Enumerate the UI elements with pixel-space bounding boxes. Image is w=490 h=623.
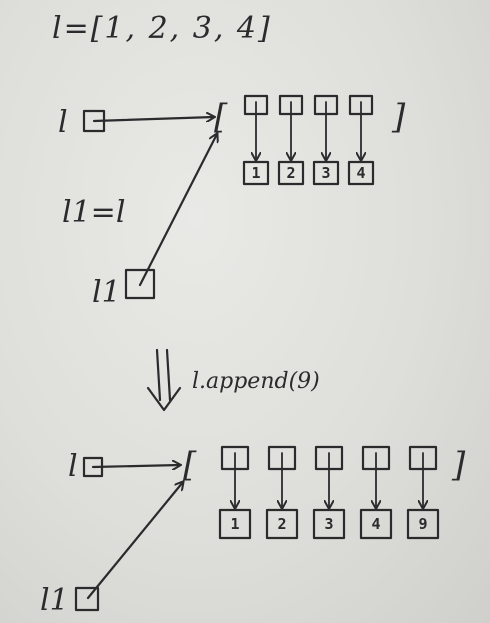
alias-text: l1=l bbox=[62, 195, 125, 230]
after-value-label-3: 3 bbox=[324, 515, 333, 533]
double-arrow-line-right bbox=[165, 348, 172, 402]
before-value-box-1 bbox=[242, 160, 270, 186]
var-l-pointer-before bbox=[92, 117, 214, 121]
var-l-pointer-after bbox=[91, 465, 180, 467]
before-value-box-4 bbox=[347, 160, 375, 186]
double-arrow-line-left bbox=[155, 348, 162, 402]
before-value-box-3 bbox=[312, 160, 340, 186]
after-value-box-1 bbox=[218, 508, 252, 540]
after-value-box-2 bbox=[265, 508, 299, 540]
var-l-label-after: l bbox=[68, 449, 78, 484]
before-value-box-2 bbox=[277, 160, 305, 186]
var-l-label-before: l bbox=[58, 105, 68, 140]
var-l1-pointer-before bbox=[138, 134, 217, 287]
var-l1-box-before bbox=[124, 268, 156, 300]
after-value-label-5: 9 bbox=[418, 515, 427, 533]
after-value-label-4: 4 bbox=[371, 515, 380, 533]
after-value-label-2: 2 bbox=[277, 515, 286, 533]
transition: l.append(9) bbox=[146, 348, 320, 412]
after-state: l l1 [ ] 1 2 3 4 9 bbox=[40, 445, 466, 618]
before-value-label-3: 3 bbox=[321, 164, 330, 182]
list-definition-text: l=[1, 2, 3, 4] bbox=[52, 11, 272, 46]
list-slots-before: 1 2 3 4 bbox=[242, 94, 375, 186]
var-l1-pointer-after bbox=[86, 482, 183, 600]
list-slots-after: 1 2 3 4 9 bbox=[218, 445, 440, 540]
after-value-box-5 bbox=[406, 508, 440, 540]
before-state: l l1=l l1 [ ] 1 2 3 4 bbox=[58, 94, 406, 310]
double-arrow-head bbox=[146, 386, 182, 412]
var-l1-box-after bbox=[74, 586, 100, 612]
list-open-bracket-after: [ bbox=[183, 445, 197, 485]
after-value-box-4 bbox=[359, 508, 393, 540]
var-l1-label-after: l1 bbox=[40, 583, 69, 618]
var-l1-label-before: l1 bbox=[92, 275, 121, 310]
after-value-box-3 bbox=[312, 508, 346, 540]
before-value-label-1: 1 bbox=[251, 164, 260, 182]
list-close-bracket-after: ] bbox=[451, 445, 466, 485]
before-value-label-4: 4 bbox=[356, 164, 365, 182]
before-value-label-2: 2 bbox=[286, 164, 295, 182]
list-close-bracket-before: ] bbox=[391, 97, 406, 137]
after-value-label-1: 1 bbox=[230, 515, 239, 533]
list-open-bracket-before: [ bbox=[214, 97, 228, 137]
append-operation-text: l.append(9) bbox=[192, 369, 320, 394]
